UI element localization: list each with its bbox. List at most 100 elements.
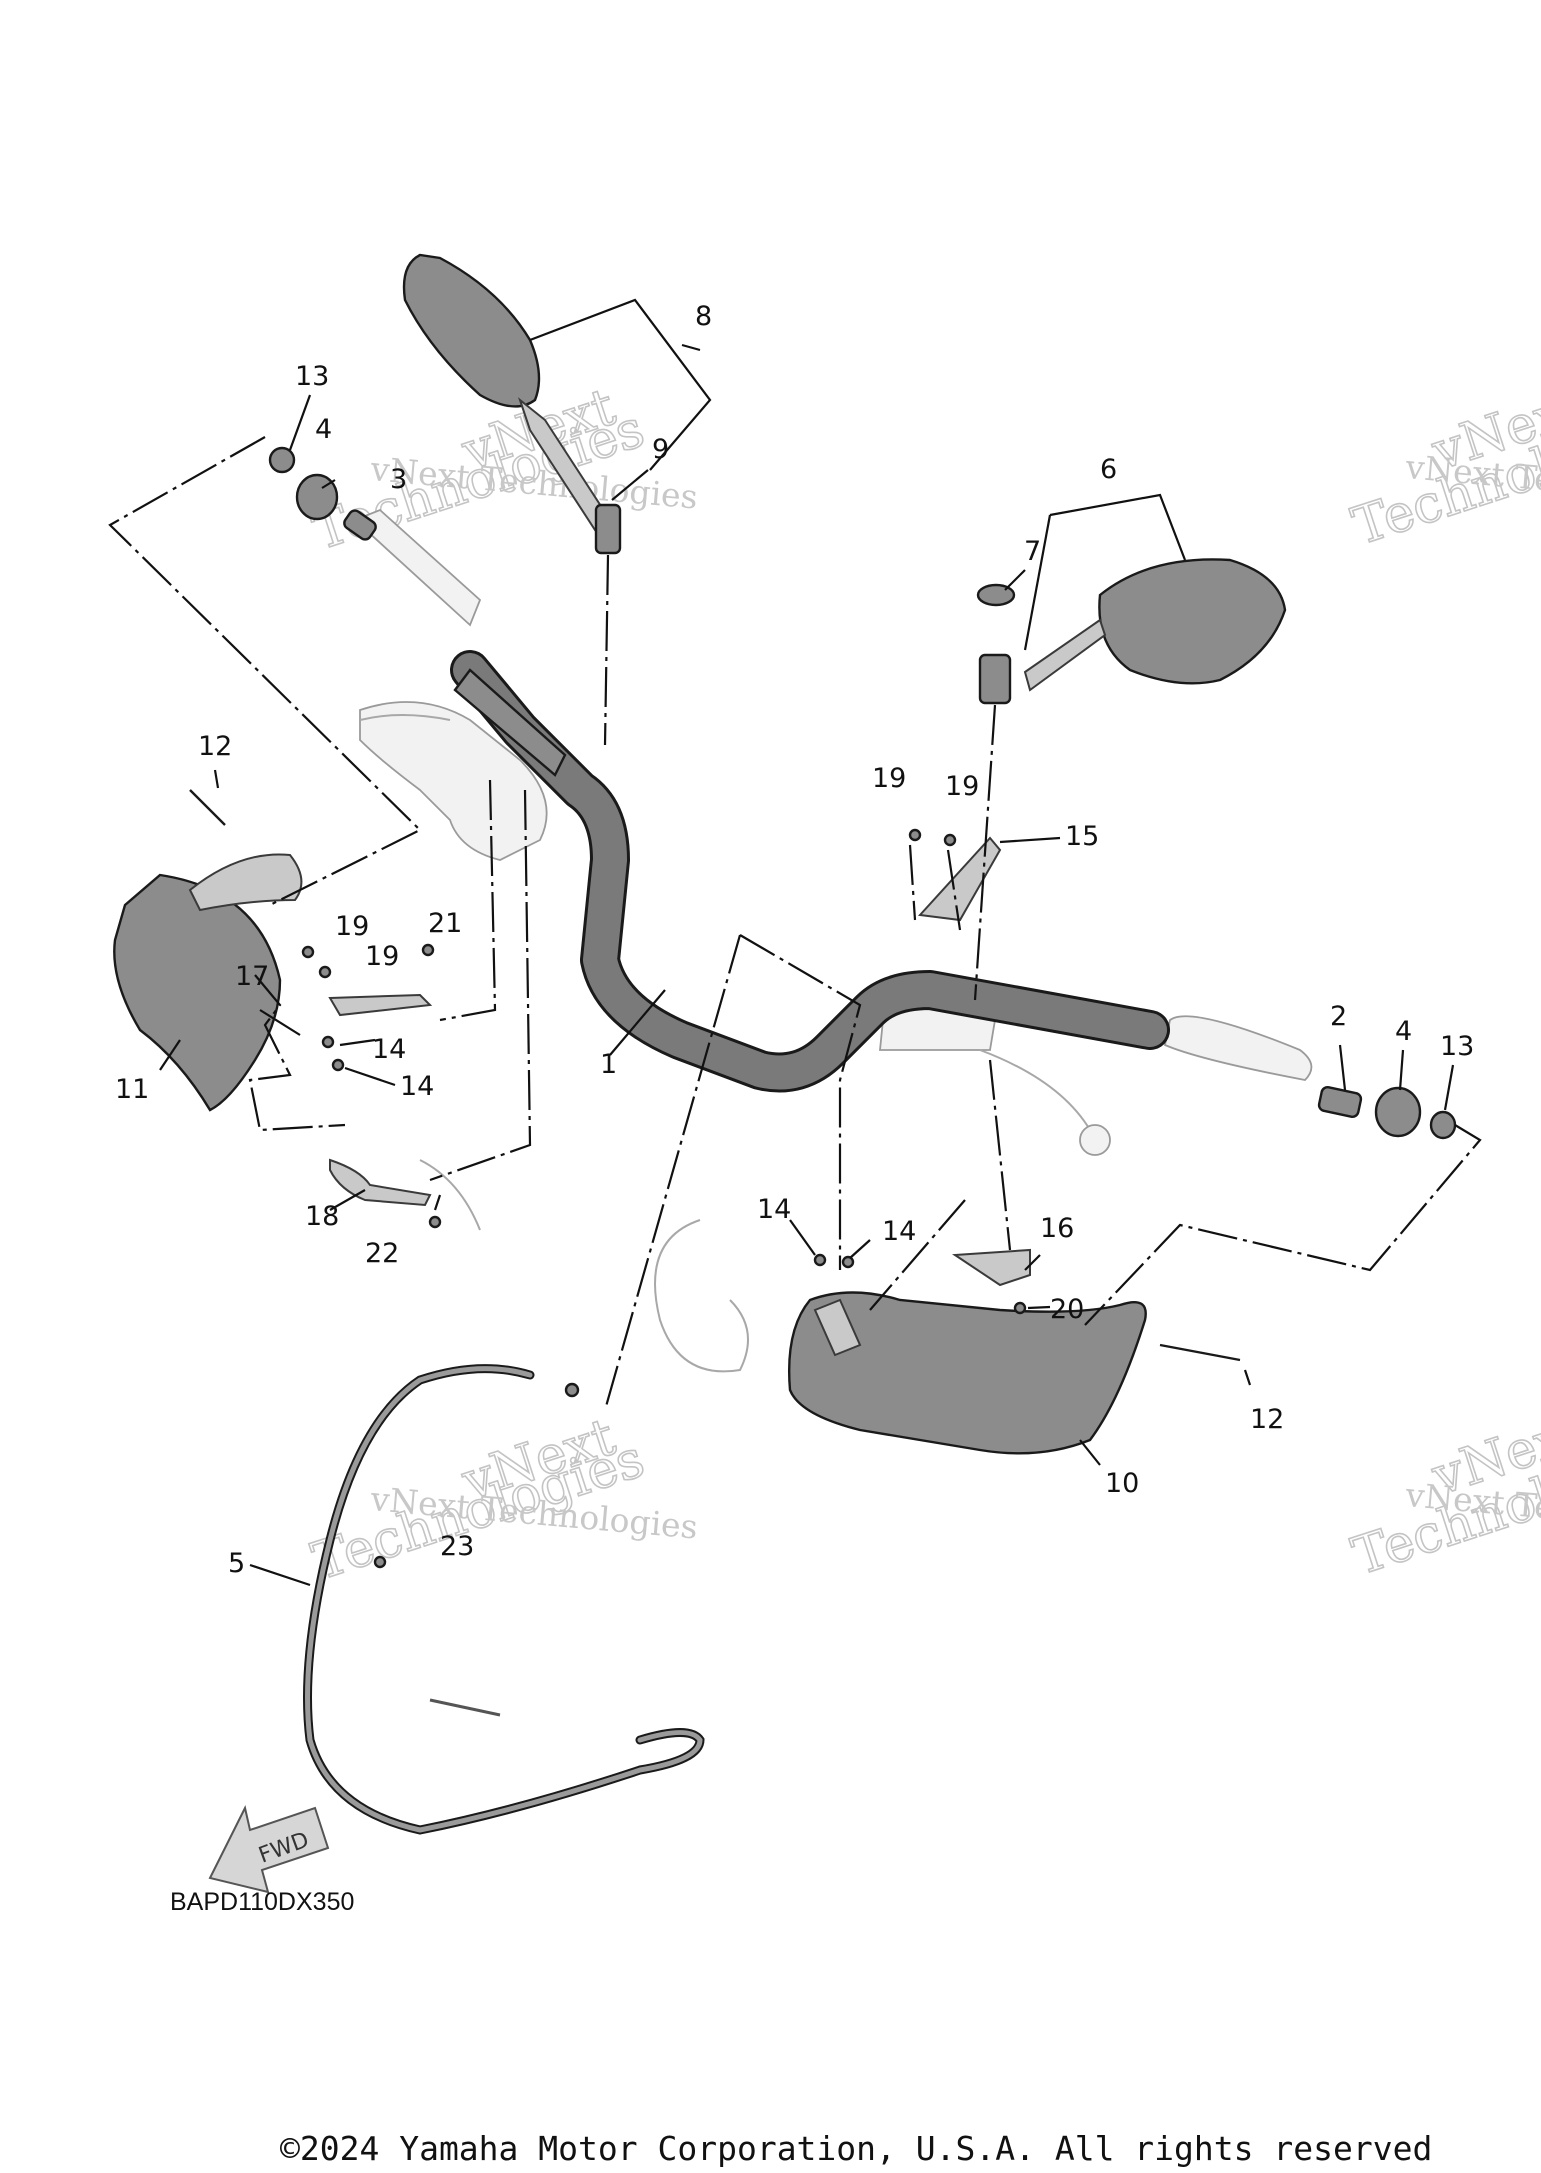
cable-ghost (654, 1219, 749, 1373)
callouts: 8 9 13 4 3 6 7 12 19 19 15 19 19 21 17 1… (115, 301, 1474, 1579)
callout-14-d: 14 (882, 1216, 916, 1247)
callout-6: 6 (1100, 454, 1117, 485)
right-bracket-15 (917, 836, 1002, 922)
right-mirror-adaptor (978, 653, 1012, 705)
left-switch-ghost (359, 701, 548, 861)
callout-7: 7 (1024, 536, 1041, 567)
callout-2: 2 (1330, 1001, 1347, 1032)
callout-12-left: 12 (198, 731, 232, 762)
leader-14-b (344, 1066, 396, 1087)
leader-4-left (321, 479, 336, 489)
callout-19-a: 19 (335, 911, 369, 942)
nut-14-c (813, 1253, 827, 1267)
watermark-top-right: vNext Technologies vNext Technologies (1345, 376, 1541, 558)
bar-end-screw-right (1429, 1110, 1457, 1140)
leader-5 (249, 1563, 311, 1587)
left-bar-section (453, 668, 567, 777)
assembly-line-left-bracket (248, 974, 346, 1132)
callout-10: 10 (1105, 1468, 1139, 1499)
lever-end-ghost (1079, 1124, 1111, 1156)
callout-13-right: 13 (1440, 1031, 1474, 1062)
nut-14-b (331, 1058, 345, 1072)
callout-12-right: 12 (1250, 1404, 1284, 1435)
nut-14-a (321, 1035, 335, 1049)
callout-19-d: 19 (945, 771, 979, 802)
leader-6b (1023, 514, 1052, 651)
left-mirror (402, 253, 541, 408)
callout-14-c: 14 (757, 1194, 791, 1225)
leader-4-right (1398, 1049, 1405, 1091)
screw-19-a (301, 945, 315, 959)
right-handguard-mount (813, 1298, 862, 1357)
leader-6 (1049, 493, 1187, 561)
leader-16 (1024, 1254, 1041, 1271)
leader-12-right (1243, 1369, 1252, 1386)
callout-11: 11 (115, 1074, 149, 1105)
left-lever-ghost (359, 714, 451, 721)
callout-13-left: 13 (295, 361, 329, 392)
assembly-line-cable (603, 934, 742, 1411)
callout-15: 15 (1065, 821, 1099, 852)
clamp-23 (373, 1555, 387, 1569)
assembly-line-left-switch (439, 779, 497, 1022)
right-grip-ghost (1163, 1015, 1313, 1081)
right-mirror-stem (1023, 618, 1107, 692)
mirror-cap (976, 583, 1016, 607)
leader-10 (1079, 1439, 1101, 1466)
ghost-context (353, 508, 1313, 1373)
callout-5: 5 (228, 1548, 245, 1579)
parts (113, 253, 1457, 1835)
leader-20 (1027, 1305, 1051, 1310)
leader-lines (108, 298, 1482, 1587)
throttle-cable (305, 1366, 703, 1833)
left-mirror-adaptor (594, 503, 622, 555)
bar-end-weight-right (1374, 1086, 1422, 1138)
callout-19-c: 19 (872, 763, 906, 794)
assembly-line-19-d (946, 849, 962, 931)
bar-end-collar-right (1317, 1086, 1363, 1118)
wire-ghost (419, 1159, 481, 1231)
right-bracket-16 (951, 1248, 1031, 1287)
nut-14-d (841, 1255, 855, 1269)
fwd-arrow-icon (208, 1805, 330, 1894)
screw-19-d (943, 833, 957, 847)
copyright-notice: ©2024 Yamaha Motor Corporation, U.S.A. A… (280, 2129, 1432, 2168)
leader-14-a (339, 1038, 376, 1047)
assembly-line-left-lower (429, 789, 532, 1182)
assembly-line-22 (433, 1194, 442, 1211)
assembly-line-bracket-16 (988, 1059, 1012, 1251)
handlebar (453, 653, 1167, 1090)
callout-1: 1 (600, 1049, 617, 1080)
callout-4-left: 4 (315, 414, 332, 445)
assembly-line-right-switch (739, 934, 862, 1270)
leader-1 (609, 989, 666, 1056)
callout-3: 3 (390, 464, 407, 495)
right-handguard (788, 1291, 1147, 1455)
assembly-line-guard-mount (869, 1199, 966, 1311)
callout-8: 8 (695, 301, 712, 332)
leader-9 (611, 469, 649, 501)
callout-20: 20 (1050, 1294, 1084, 1325)
leader-8 (529, 298, 712, 471)
diagram-code: BAPD110DX350 (170, 1888, 354, 1916)
callout-22: 22 (365, 1238, 399, 1269)
grip-end-left (343, 509, 377, 541)
leader-11 (159, 1039, 181, 1071)
callout-14-a: 14 (372, 1034, 406, 1065)
left-bracket-lower (329, 1158, 432, 1207)
leader-8-tick (681, 343, 701, 352)
assembly-line-mirror-left (603, 554, 610, 746)
leader-2 (1338, 1044, 1347, 1091)
assembly-line-left-guard (108, 436, 422, 906)
left-grip-ghost (353, 508, 482, 627)
leader-17 (259, 1009, 301, 1036)
callout-18: 18 (305, 1201, 339, 1232)
assembly-line-mirror-right (973, 704, 997, 1001)
leader-13-left (288, 394, 312, 451)
cable-end (429, 1698, 501, 1717)
leader-15 (999, 836, 1061, 844)
leader-7 (1004, 569, 1026, 591)
callout-16: 16 (1040, 1213, 1074, 1244)
right-lever-ghost (979, 1049, 1091, 1131)
